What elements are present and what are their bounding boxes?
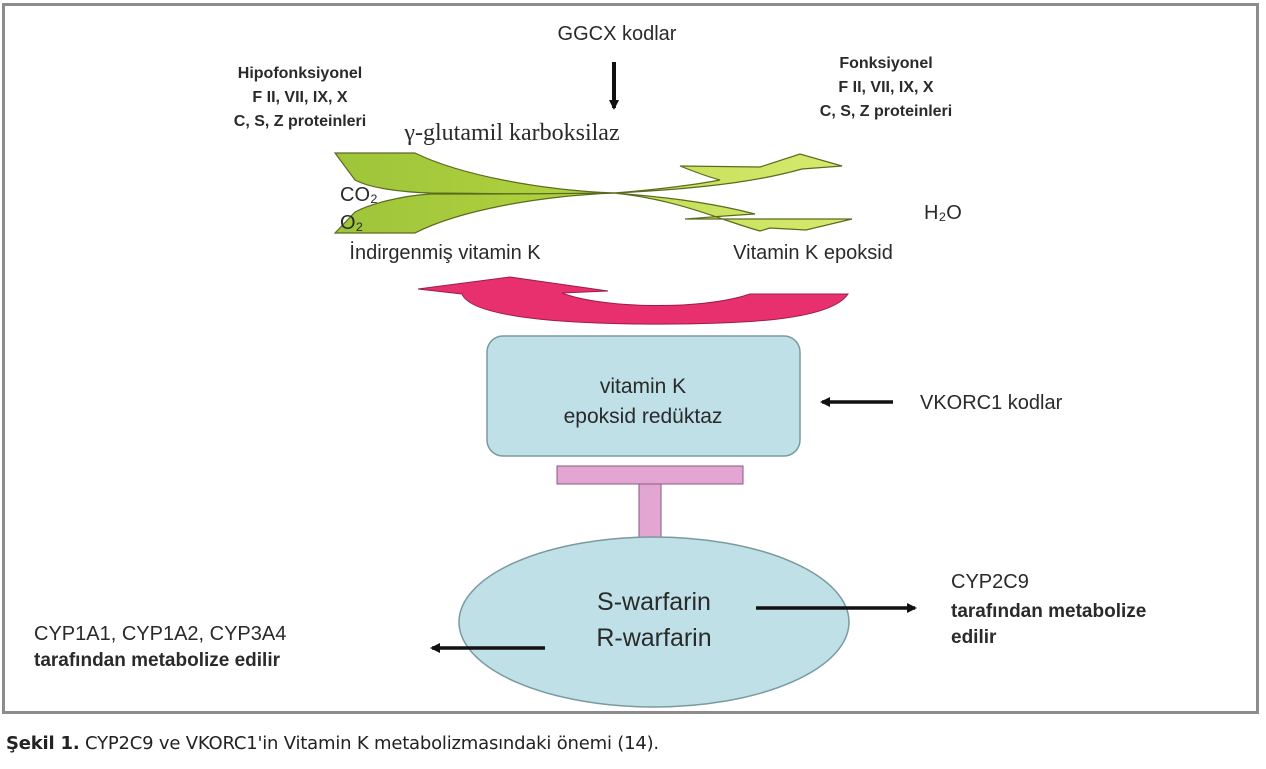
svg-text:C, S, Z proteinleri: C, S, Z proteinleri <box>820 103 952 120</box>
inhibition-bar-symbol <box>556 465 744 543</box>
green-arrow-lower-left <box>333 192 615 234</box>
svg-text:edilir: edilir <box>951 627 997 648</box>
vkorc1-gene-label: VKORC1 kodlar <box>920 392 1063 414</box>
svg-text:C, S, Z proteinleri: C, S, Z proteinleri <box>234 113 366 130</box>
ggcx-gene-label: GGCX kodlar <box>558 23 677 45</box>
svg-text:Hipofonksiyonel: Hipofonksiyonel <box>238 65 362 82</box>
figure-caption: Şekil 1. CYP2C9 ve VKORC1'in Vitamin K m… <box>6 733 659 754</box>
r-warfarin-label: R-warfarin <box>596 624 711 652</box>
h2o-label: H₂O <box>924 202 962 224</box>
vitamin-k-epoxide-reductase-box: vitamin K epoksid redüktaz <box>486 335 801 457</box>
carboxylation-cycle-arrows <box>333 152 853 234</box>
cyp1a1-1a2-3a4-metabolism-label: CYP1A1, CYP1A2, CYP3A4 tarafından metabo… <box>34 623 286 671</box>
functional-proteins-label: Fonksiyonel F II, VII, IX, X C, S, Z pro… <box>820 55 952 120</box>
co2-label: CO₂ <box>340 184 378 206</box>
svg-text:tarafından metabolize: tarafından metabolize <box>951 601 1146 622</box>
s-warfarin-label: S-warfarin <box>597 588 711 616</box>
green-arrow-upper-right <box>613 153 843 194</box>
cyp2c9-metabolism-label: CYP2C9 tarafından metabolize edilir <box>951 571 1146 648</box>
reduced-vitamin-k-label: İndirgenmiş vitamin K <box>349 241 541 264</box>
svg-text:tarafından metabolize edilir: tarafından metabolize edilir <box>34 650 281 671</box>
o2-label: O₂ <box>340 212 363 234</box>
svg-text:F II, VII, IX, X: F II, VII, IX, X <box>252 89 347 106</box>
green-arrow-lower-right <box>613 192 853 232</box>
figure-caption-label: Şekil 1. <box>6 733 80 754</box>
vitamin-k-epoxide-label: Vitamin K epoksid <box>733 242 893 264</box>
svg-text:vitamin K: vitamin K <box>600 375 686 398</box>
figure-caption-text: CYP2C9 ve VKORC1'in Vitamin K metabolizm… <box>79 733 659 754</box>
svg-text:F II, VII, IX, X: F II, VII, IX, X <box>838 79 933 96</box>
warfarin-ellipse: S-warfarin R-warfarin <box>458 536 850 708</box>
svg-text:CYP1A1, CYP1A2, CYP3A4: CYP1A1, CYP1A2, CYP3A4 <box>34 623 286 645</box>
svg-text:Fonksiyonel: Fonksiyonel <box>839 55 932 72</box>
svg-text:epoksid redüktaz: epoksid redüktaz <box>564 405 723 428</box>
pink-recycle-arrow <box>417 276 849 325</box>
hypofunctional-proteins-label: Hipofonksiyonel F II, VII, IX, X C, S, Z… <box>234 65 366 130</box>
svg-text:CYP2C9: CYP2C9 <box>951 571 1029 593</box>
gamma-glutamyl-carboxylase-label: γ-glutamil karboksilaz <box>403 120 619 146</box>
